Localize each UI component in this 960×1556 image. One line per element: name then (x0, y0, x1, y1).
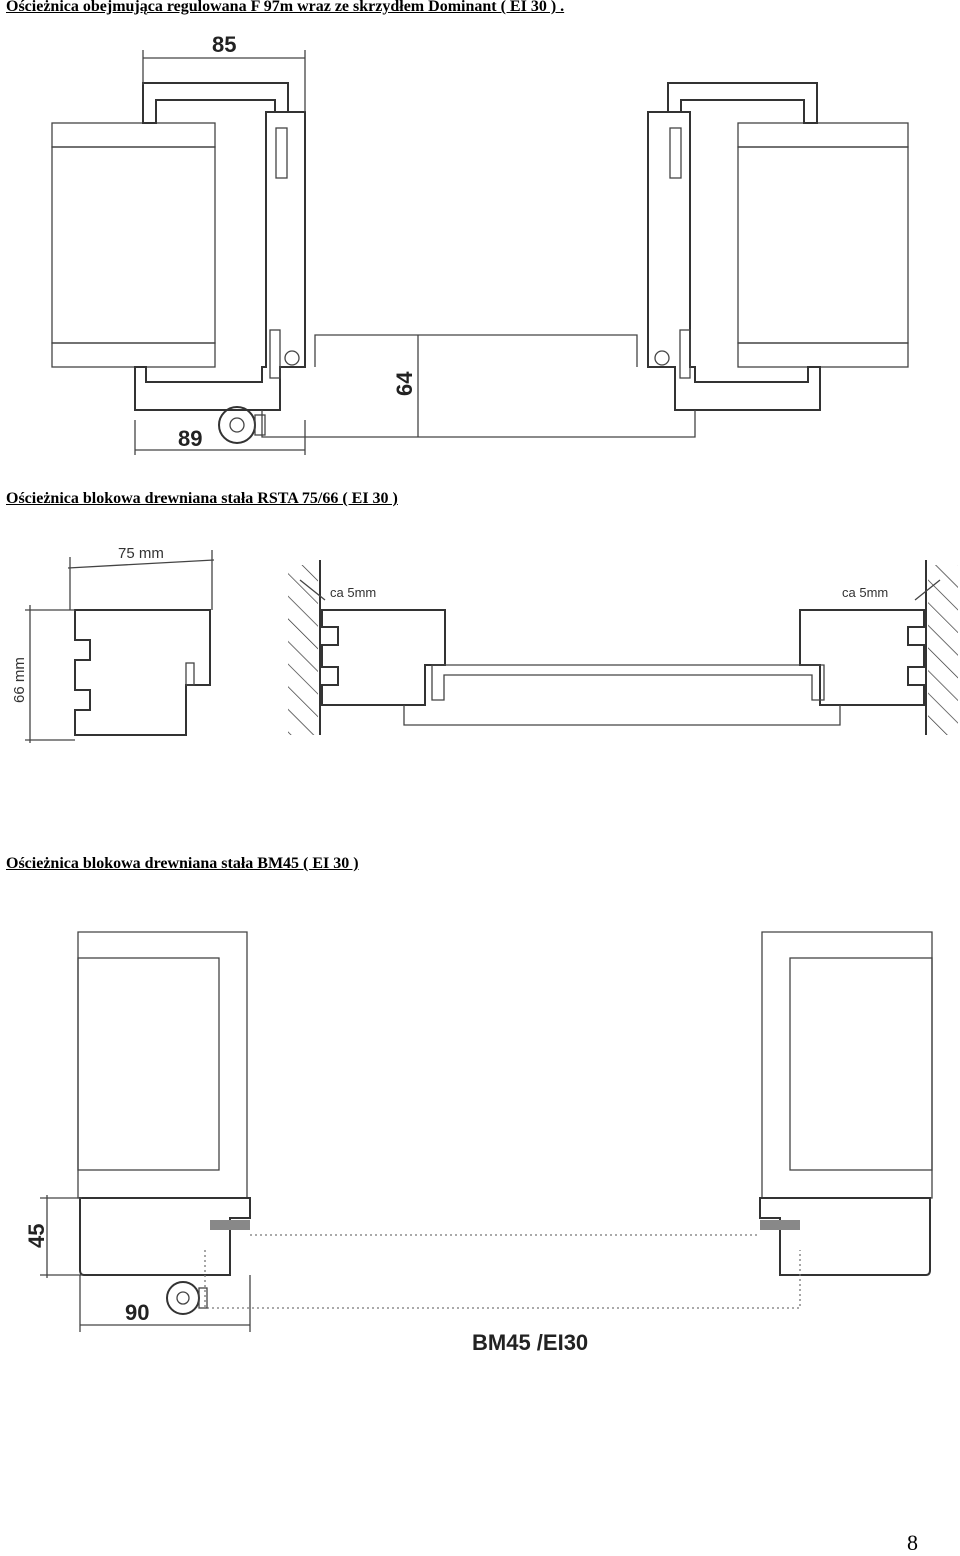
left-frame-profile (134, 82, 306, 411)
section-2-heading: Ościeżnica blokowa drewniana stała RSTA … (6, 490, 398, 507)
hinge-icon (218, 406, 266, 444)
bm45-right-wall (761, 931, 933, 1199)
rsta-left-frame (321, 609, 446, 706)
svg-text:ca 5mm: ca 5mm (842, 585, 888, 600)
svg-text:75 mm: 75 mm (118, 545, 164, 562)
door-leaf-outline (314, 334, 638, 367)
bm45-left-wall (77, 931, 248, 1199)
bm45-left-seal (210, 1220, 250, 1230)
bm45-right-seal (760, 1220, 800, 1230)
right-wall (737, 122, 909, 368)
rsta-section-profile (74, 609, 211, 736)
rsta-dimension-depth: 66 mm (11, 605, 75, 743)
rsta-gap-right: ca 5mm (842, 579, 941, 601)
svg-text:85: 85 (212, 32, 236, 57)
bm45-hinge-icon (166, 1281, 208, 1315)
rsta-gap-left: ca 5mm (299, 579, 376, 601)
dimension-width: 85 (142, 32, 306, 112)
svg-text:ca 5mm: ca 5mm (330, 585, 376, 600)
rsta-right-wall (928, 565, 958, 735)
rsta-dimension-width: 75 mm (67, 545, 215, 610)
rsta-door-leaf-lower (403, 705, 841, 726)
bm45-right-frame (759, 1197, 931, 1276)
page-number: 8 (907, 1530, 918, 1555)
svg-text:90: 90 (125, 1300, 149, 1325)
frame-bm45-drawing: 45 90 BM45 /EI30 (24, 931, 933, 1355)
svg-text:66 mm: 66 mm (11, 657, 28, 703)
frame-rsta-drawing: 75 mm 66 mm ca 5mm ca 5mm (11, 545, 958, 743)
svg-text:45: 45 (24, 1224, 49, 1248)
dimension-offset: 89 (134, 420, 306, 455)
dimension-depth: 64 (392, 335, 419, 437)
bm45-caption: BM45 /EI30 (472, 1330, 588, 1355)
left-wall (51, 122, 216, 368)
rsta-door-leaf (431, 664, 825, 701)
bm45-dimension-depth: 45 (24, 1195, 82, 1278)
section-3-heading: Ościeżnica blokowa drewniana stała BM45 … (6, 855, 359, 872)
frame-f97m-drawing: 85 64 89 (51, 32, 909, 455)
svg-text:89: 89 (178, 426, 202, 451)
bm45-door-leaf-outline (204, 1250, 801, 1309)
bm45-dimension-offset: 90 (79, 1275, 251, 1332)
door-leaf-lower-outline (261, 410, 696, 438)
svg-text:64: 64 (392, 371, 417, 396)
rsta-right-frame (799, 609, 925, 706)
rsta-left-wall (288, 565, 318, 735)
section-1-heading: Ościeżnica obejmująca regulowana F 97m w… (6, 0, 565, 15)
right-frame-profile (647, 82, 821, 411)
bm45-left-frame (79, 1197, 251, 1276)
